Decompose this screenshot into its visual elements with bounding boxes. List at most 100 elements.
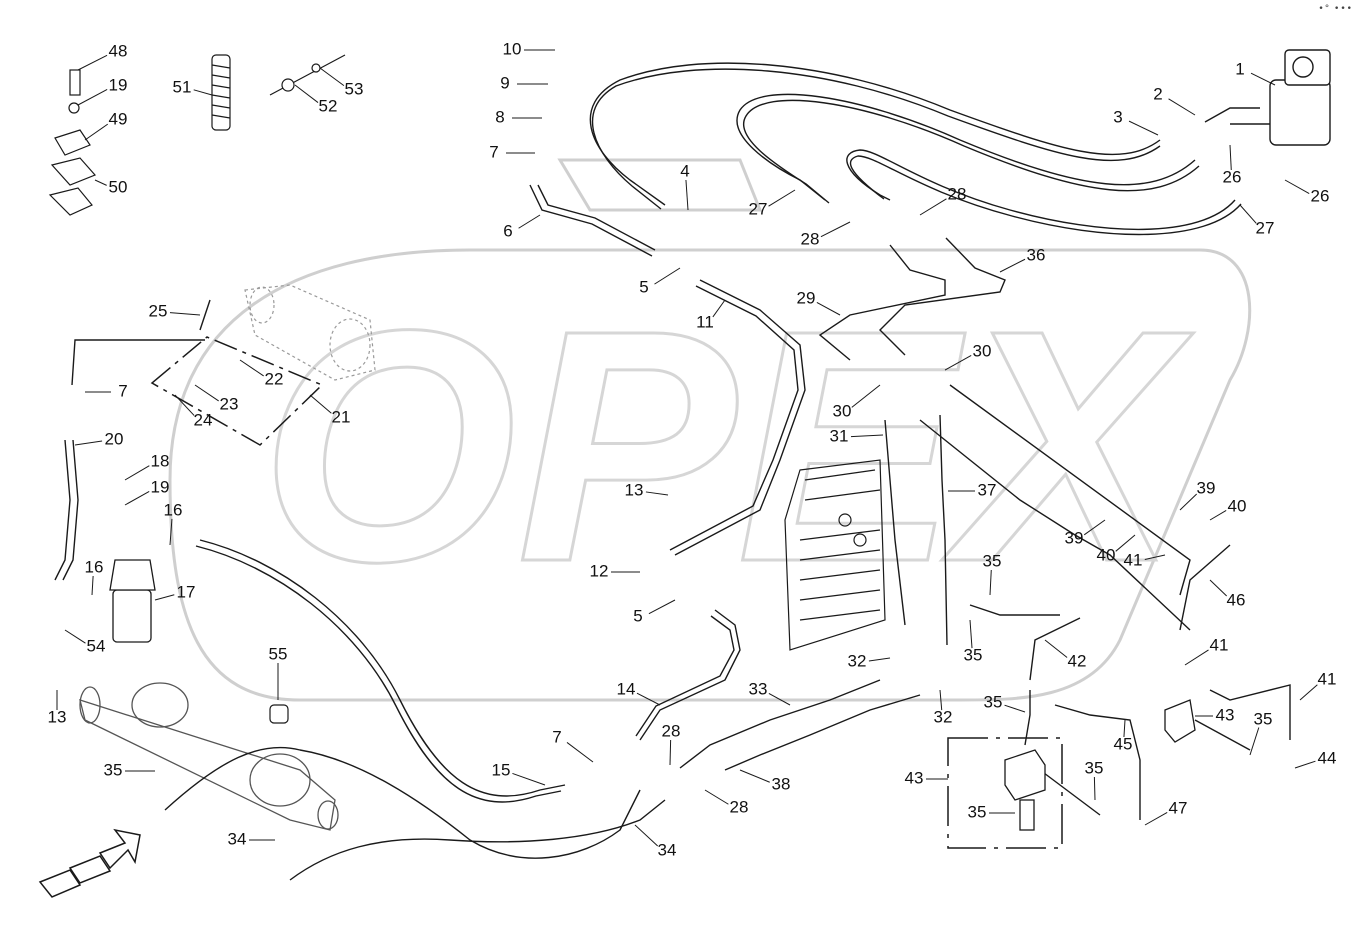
callout-37: 37	[978, 480, 997, 499]
callout-7: 7	[552, 727, 561, 746]
callout-28: 28	[801, 229, 820, 248]
callout-53: 53	[345, 79, 364, 98]
callout-52: 52	[319, 96, 338, 115]
callout-leader-30	[944, 355, 972, 371]
callout-54: 54	[87, 636, 106, 655]
corner-mark: •° •••	[1318, 4, 1353, 14]
callout-leader-53	[319, 67, 345, 87]
callout-leader-54	[64, 629, 86, 644]
callout-12: 12	[590, 561, 609, 580]
loose-parts	[48, 54, 346, 724]
callout-leader-28	[669, 739, 672, 766]
callout-leader-7	[566, 742, 594, 763]
callout-leader-28	[704, 789, 729, 805]
callout-leader-14	[636, 692, 661, 706]
callout-leader-35	[1093, 776, 1096, 801]
callout-leader-27	[1239, 204, 1257, 224]
callout-leader-35	[1004, 704, 1026, 713]
callout-leader-52	[294, 84, 319, 103]
callout-leader-41	[1299, 684, 1318, 701]
callout-labels: 4819495051525310987645111232626272728283…	[48, 39, 1337, 859]
steering-unit	[1269, 49, 1331, 146]
callout-leader-29	[816, 301, 841, 316]
callout-leader-25	[169, 312, 201, 316]
callout-41: 41	[1124, 550, 1143, 569]
callout-41: 41	[1318, 669, 1337, 688]
callout-6: 6	[503, 221, 512, 240]
callout-leader-19	[77, 88, 108, 106]
callout-43: 43	[905, 768, 924, 787]
callout-15: 15	[492, 760, 511, 779]
callout-35: 35	[964, 645, 983, 664]
callout-33: 33	[749, 679, 768, 698]
callout-41: 41	[1210, 635, 1229, 654]
callout-27: 27	[749, 199, 768, 218]
callout-leader-44	[1294, 760, 1316, 769]
callout-28: 28	[730, 797, 749, 816]
callout-leader-50	[94, 179, 107, 186]
callout-leader-39	[1083, 519, 1106, 536]
callout-leader-27	[768, 189, 796, 207]
callout-26: 26	[1223, 167, 1242, 186]
callout-13: 13	[625, 480, 644, 499]
callout-leader-15	[512, 772, 546, 786]
callout-22: 22	[265, 369, 284, 388]
callout-leader-39	[1179, 493, 1198, 511]
callout-40: 40	[1228, 496, 1247, 515]
callout-26: 26	[1311, 186, 1330, 205]
callout-leader-35	[969, 619, 973, 649]
callout-7: 7	[489, 142, 498, 161]
callout-leader-22	[239, 359, 264, 377]
callout-leader-16	[91, 575, 94, 596]
callout-leader-35	[989, 569, 992, 596]
callout-leader-21	[309, 394, 332, 414]
direction-arrow	[38, 828, 141, 898]
callout-35: 35	[104, 760, 123, 779]
callout-leader-41	[1144, 554, 1166, 561]
callout-49: 49	[109, 109, 128, 128]
callout-45: 45	[1114, 734, 1133, 753]
callout-leader-46	[1209, 579, 1228, 597]
callout-39: 39	[1197, 478, 1216, 497]
opex-watermark: OPEX	[168, 158, 1252, 702]
callout-leader-38	[739, 769, 770, 783]
callout-28: 28	[948, 184, 967, 203]
callout-48: 48	[109, 41, 128, 60]
callout-leader-5	[654, 267, 681, 285]
callout-34: 34	[228, 829, 247, 848]
callout-17: 17	[177, 582, 196, 601]
callout-leader-26	[1284, 179, 1310, 194]
callout-32: 32	[848, 651, 867, 670]
callout-leader-17	[154, 594, 175, 601]
callout-20: 20	[105, 429, 124, 448]
callout-leader-11	[712, 299, 726, 318]
callout-leader-19	[124, 491, 150, 506]
callout-39: 39	[1065, 528, 1084, 547]
callout-leader-23	[194, 384, 219, 402]
callout-11: 11	[696, 312, 714, 331]
callout-1: 1	[1235, 59, 1244, 78]
callout-27: 27	[1256, 218, 1275, 237]
callout-leader-24	[174, 394, 195, 416]
callout-28: 28	[662, 721, 681, 740]
callout-leader-41	[1184, 649, 1209, 666]
callout-leader-2	[1168, 98, 1196, 116]
callout-18: 18	[151, 451, 170, 470]
callout-34: 34	[658, 840, 677, 859]
dashed-box-21	[150, 336, 324, 446]
callout-42: 42	[1068, 651, 1087, 670]
callout-35: 35	[968, 802, 987, 821]
callout-14: 14	[617, 679, 636, 698]
callout-55: 55	[269, 644, 288, 663]
callout-leader-18	[124, 465, 150, 481]
callout-35: 35	[1254, 709, 1273, 728]
callout-25: 25	[149, 301, 168, 320]
callout-leader-35	[1249, 727, 1260, 756]
callout-leader-42	[1044, 639, 1068, 658]
callout-4: 4	[680, 161, 689, 180]
valve-block	[784, 459, 886, 651]
callout-leader-6	[518, 214, 541, 229]
callout-51: 51	[173, 77, 192, 96]
